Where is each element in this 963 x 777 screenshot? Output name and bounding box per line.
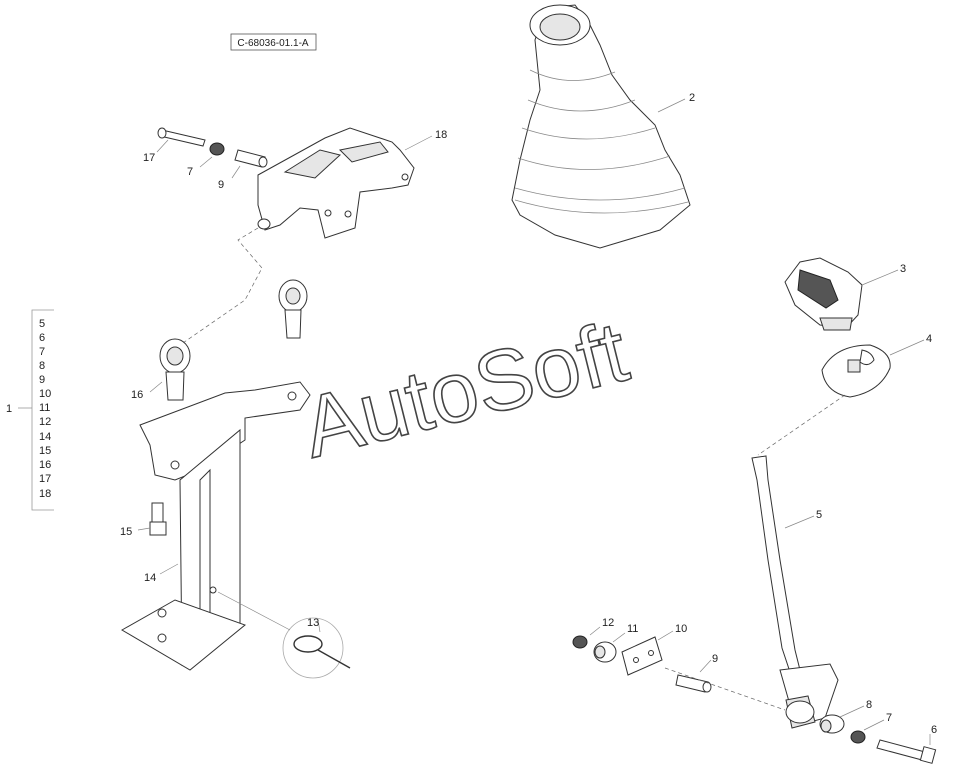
assembly-group-list: 1 5 6 7 8 9 10 11 12 14 15 16 17 18 <box>6 309 54 511</box>
part-13-cable-tie <box>282 617 351 679</box>
group-label: 1 <box>6 403 12 415</box>
callout-8: 8 <box>866 699 872 711</box>
callout-6: 6 <box>931 724 937 736</box>
leader-13 <box>317 619 321 633</box>
callout-7-upper: 7 <box>187 166 193 178</box>
part-6-bolt <box>876 739 937 764</box>
group-item: 8 <box>39 360 45 372</box>
group-item: 12 <box>39 416 51 428</box>
group-item: 6 <box>39 332 45 344</box>
group-item: 11 <box>39 402 50 414</box>
leader-9-upper <box>231 165 241 179</box>
part-7-nut-upper <box>209 142 225 156</box>
callout-4: 4 <box>926 333 932 345</box>
callout-7-lower: 7 <box>886 712 892 724</box>
group-item: 18 <box>39 488 51 500</box>
part-14-pedestal <box>120 381 311 671</box>
callout-18: 18 <box>435 129 447 141</box>
leader-5 <box>784 515 815 529</box>
part-18-bracket <box>257 127 415 239</box>
part-16-rod-end-right <box>278 279 308 339</box>
leader-16 <box>149 381 163 393</box>
part-17-bolt <box>157 127 206 147</box>
callout-3: 3 <box>900 263 906 275</box>
leader-3 <box>861 269 899 286</box>
leader-15 <box>137 527 151 531</box>
callout-5: 5 <box>816 509 822 521</box>
group-item: 16 <box>39 459 51 471</box>
leader-9-lower <box>699 659 712 673</box>
drawing-reference: C-68036-01.1-A <box>230 33 317 51</box>
part-4-washer <box>821 344 891 398</box>
callout-9-lower: 9 <box>712 653 718 665</box>
part-12-nut <box>572 635 588 649</box>
callout-9-upper: 9 <box>218 179 224 191</box>
part-5-lever <box>751 455 839 729</box>
leader-7-lower <box>863 719 885 731</box>
group-item: 5 <box>39 318 45 330</box>
group-item: 14 <box>39 431 51 443</box>
leader-17 <box>156 139 169 153</box>
callout-2: 2 <box>689 92 695 104</box>
part-8-bushing <box>819 714 845 734</box>
leader-7-upper <box>199 156 213 168</box>
callout-14: 14 <box>144 572 156 584</box>
watermark-text: AutoSoft <box>293 303 636 476</box>
part-7-nut-lower <box>850 730 866 744</box>
part-3-knob <box>784 257 863 331</box>
group-item: 9 <box>39 374 45 386</box>
part-11-spacer <box>593 641 617 663</box>
leader-12 <box>589 626 601 636</box>
drawing-reference-text: C-68036-01.1-A <box>237 38 308 49</box>
leader-8 <box>839 705 865 718</box>
part-15-bolt <box>149 502 167 536</box>
leader-11 <box>612 632 626 643</box>
part-10-plate <box>621 636 663 676</box>
group-item: 17 <box>39 473 51 485</box>
callout-11: 11 <box>627 623 638 635</box>
callout-17: 17 <box>143 152 155 164</box>
part-16-rod-end-left <box>159 338 191 401</box>
leader-10 <box>657 630 674 641</box>
group-item: 15 <box>39 445 51 457</box>
group-item: 10 <box>39 388 51 400</box>
part-2-rubber-boot <box>511 4 691 249</box>
leader-13-detail <box>217 591 291 631</box>
leader-14 <box>159 563 179 575</box>
callout-15: 15 <box>120 526 132 538</box>
callout-10: 10 <box>675 623 687 635</box>
leader-18 <box>404 135 433 151</box>
leader-2 <box>657 98 686 113</box>
part-9-pin-lower <box>675 674 712 693</box>
leader-4 <box>889 339 925 356</box>
callout-16: 16 <box>131 389 143 401</box>
group-item: 7 <box>39 346 45 358</box>
part-9-pin-upper <box>234 149 268 168</box>
callout-13: 13 <box>307 617 319 629</box>
callout-12: 12 <box>602 617 614 629</box>
